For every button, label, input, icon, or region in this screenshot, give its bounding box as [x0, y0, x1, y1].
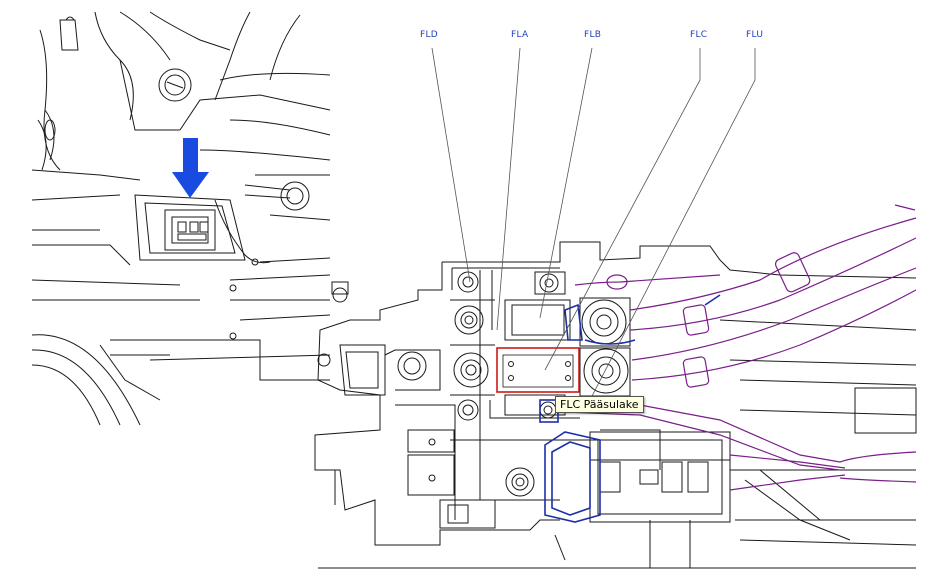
label-fla: FLA [511, 30, 529, 40]
fuse-box-detail [314, 241, 917, 569]
label-flb: FLB [584, 30, 602, 40]
label-fld: FLD [420, 30, 439, 40]
flc-highlight-box [496, 347, 580, 393]
arrow-down-icon [172, 138, 209, 198]
location-overview [31, 11, 331, 426]
fuse-tooltip: FLC Pääsulake [555, 396, 644, 413]
label-flc: FLC [690, 30, 708, 40]
leader-lines [431, 47, 756, 401]
label-flu: FLU [746, 30, 764, 40]
connector-outline [539, 294, 721, 523]
purple-cables [564, 204, 917, 491]
